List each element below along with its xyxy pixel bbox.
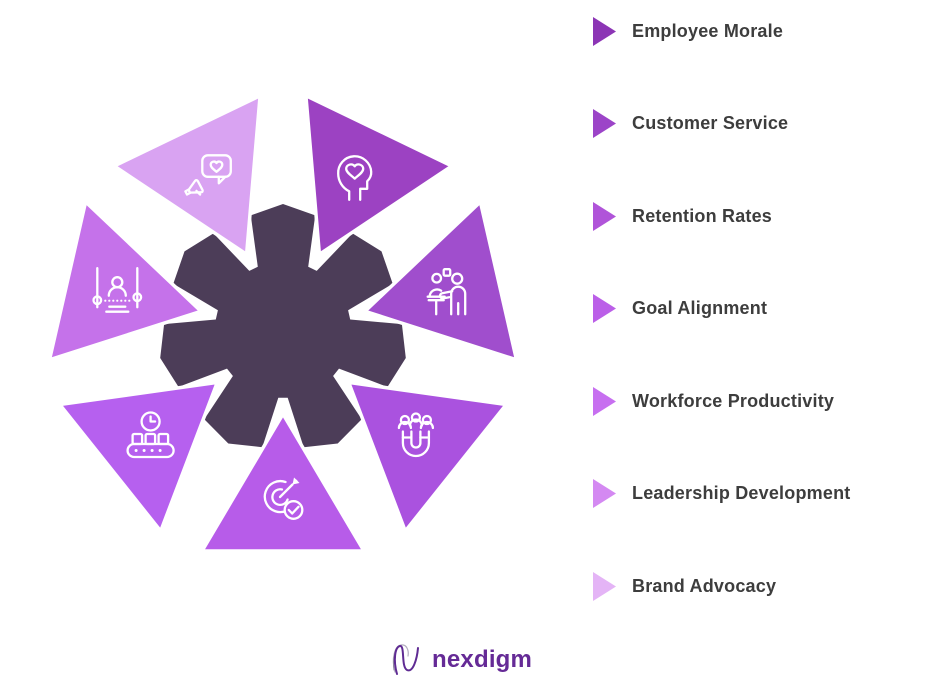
legend-item-employee-morale: Employee Morale [593,16,850,46]
legend-label: Leadership Development [632,483,851,503]
legend-label: Goal Alignment [632,298,768,318]
legend-label: Workforce Productivity [632,390,835,411]
legend-arrow-icon [593,16,616,46]
legend-arrow-icon [593,294,616,323]
petal-triangle [304,93,454,257]
legend-label: Retention Rates [632,205,773,226]
legend-item-retention-rates: Retention Rates [593,201,850,231]
petal-triangle [200,412,366,553]
legend-item-brand-advocacy: Brand Advocacy [593,571,850,601]
legend-label: Brand Advocacy [632,575,777,596]
petal-customer-service [363,200,519,362]
petal-goal-alignment [200,412,366,553]
petal-employee-morale [304,93,454,257]
nexdigm-logo-mark [392,644,419,675]
petal-brand-advocacy [112,93,262,257]
legend-arrow-icon [593,479,616,508]
brand-wordmark: nexdigm [432,646,533,673]
legend-item-workforce-productivity: Workforce Productivity [593,386,850,416]
magnet-people-icon [397,412,435,458]
petal-triangle [47,200,203,362]
brand-logo: nexdigm [388,640,532,680]
legend-label: Employee Morale [632,20,784,41]
person-sliders-icon [92,267,143,313]
bubble-megaphone-icon [184,154,232,196]
legend-arrow-icon [593,386,616,416]
service-people-icon [426,268,467,316]
legend-item-leadership-development: Leadership Development [593,479,850,509]
head-heart-icon [337,155,373,201]
petal-leadership-development [346,380,509,533]
petal-workforce-productivity [57,380,220,533]
legend-arrow-icon [593,571,616,601]
conveyor-clock-icon [126,411,175,459]
legend-arrow-icon [593,109,616,138]
petal-triangle [112,93,262,257]
petal-retention-rates [47,200,203,362]
center-gear-shape [160,204,406,448]
legend: Employee Morale Customer Service Retenti… [593,16,850,601]
legend-label: Customer Service [632,113,789,133]
legend-item-customer-service: Customer Service [593,109,850,139]
legend-item-goal-alignment: Goal Alignment [593,294,850,324]
target-check-icon [263,477,304,520]
petal-triangle [346,380,509,533]
legend-arrow-icon [593,201,616,231]
